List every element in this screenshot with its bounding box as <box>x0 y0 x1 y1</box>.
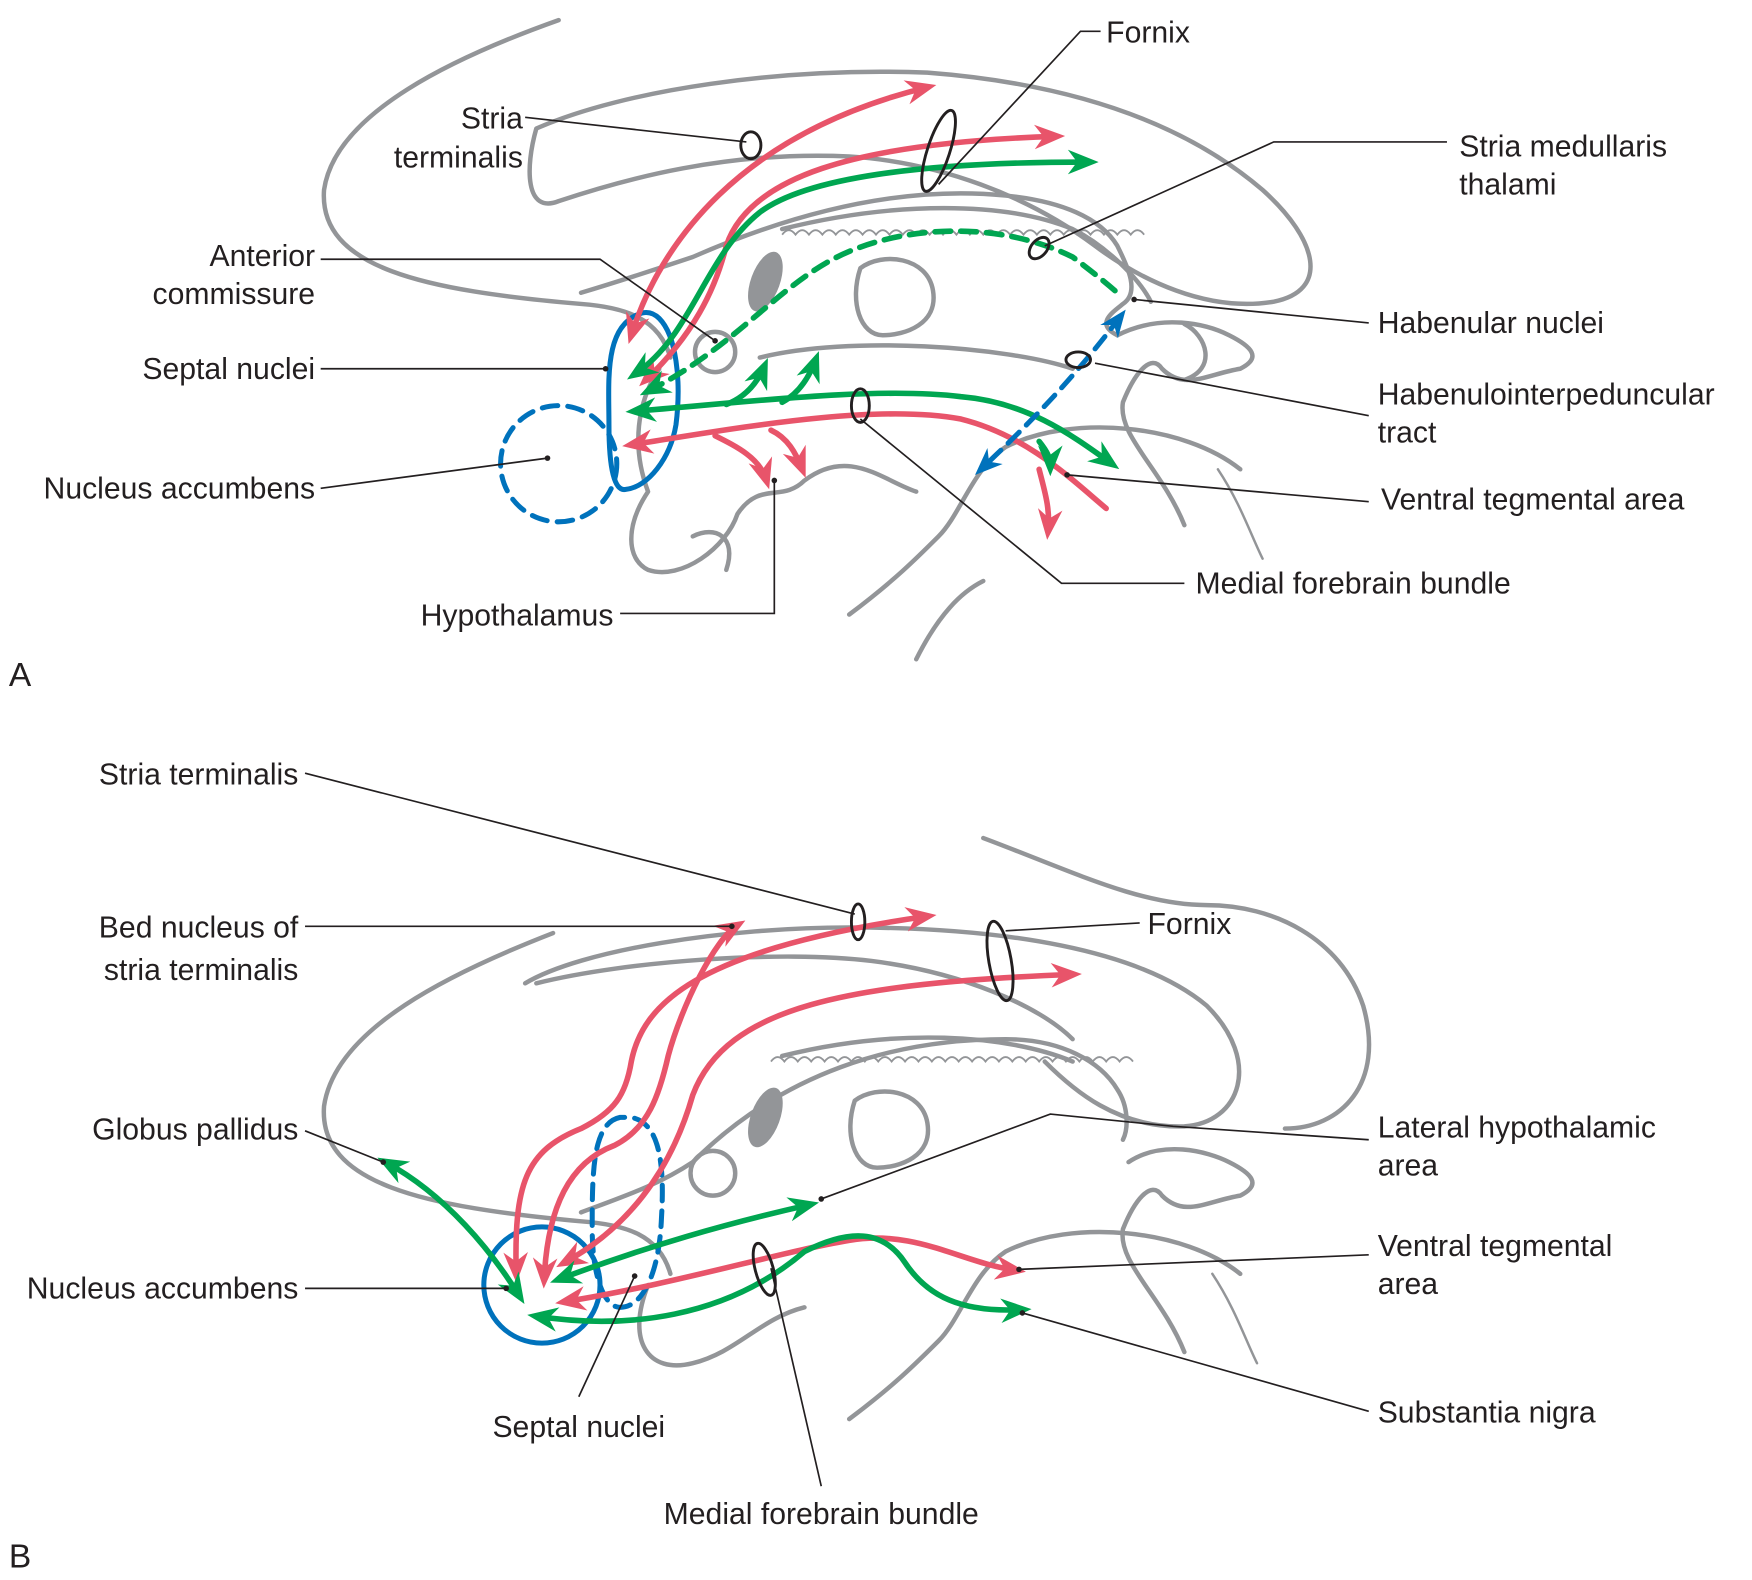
bed-nucleus-pathway-b <box>532 920 746 1289</box>
label-anterior-commissure-line1: Anterior <box>210 240 316 273</box>
nucleus-accumbens-outline-b <box>481 1224 603 1346</box>
label-ventral-tegmental-area-a: Ventral tegmental area <box>1381 484 1685 517</box>
nucleus-accumbens-outline-a <box>498 403 620 525</box>
panel-b: Stria terminalis Bed nucleus of stria te… <box>9 758 1656 1575</box>
label-anterior-commissure-line2: commissure <box>153 278 316 311</box>
label-bed-nucleus-line2: stria terminalis <box>104 954 298 987</box>
label-globus-pallidus: Globus pallidus <box>92 1114 298 1147</box>
mfb-red-branch-a <box>1036 466 1063 540</box>
label-habenulointerpeduncular-line2: tract <box>1378 416 1437 449</box>
label-nucleus-accumbens-a: Nucleus accumbens <box>44 472 316 505</box>
habenulointerpeduncular-pathway-a <box>975 309 1126 476</box>
lateral-hypothalamic-pathway-b <box>550 1197 820 1284</box>
globus-pallidus-pathway-b <box>377 1157 525 1304</box>
label-medial-forebrain-bundle-b: Medial forebrain bundle <box>664 1498 979 1531</box>
label-stria-terminalis-b: Stria terminalis <box>99 758 298 791</box>
label-lateral-hypothalamic-line1: Lateral hypothalamic <box>1378 1112 1656 1145</box>
label-nucleus-accumbens-b: Nucleus accumbens <box>27 1272 299 1305</box>
leaders-b <box>304 772 1369 1487</box>
label-habenular-nuclei: Habenular nuclei <box>1378 307 1604 340</box>
label-ventral-tegmental-line1: Ventral tegmental <box>1378 1230 1613 1263</box>
hypothalamus-red-branch-1 <box>712 432 773 490</box>
label-ventral-tegmental-line2: area <box>1378 1268 1439 1301</box>
label-stria-terminalis-a-line2: terminalis <box>394 142 523 175</box>
label-stria-medullaris-line2: thalami <box>1459 168 1556 201</box>
label-substantia-nigra: Substantia nigra <box>1378 1396 1596 1429</box>
hypothalamus-red-branch-2 <box>768 427 806 478</box>
label-bed-nucleus-line1: Bed nucleus of <box>99 911 299 944</box>
panel-a: Fornix Stria terminalis Stria medullaris… <box>9 16 1715 694</box>
label-habenulointerpeduncular-line1: Habenulointerpeduncular <box>1378 378 1715 411</box>
label-lateral-hypothalamic-line2: area <box>1378 1150 1439 1183</box>
label-septal-nuclei-b: Septal nuclei <box>492 1411 665 1444</box>
panel-label-a: A <box>9 657 32 694</box>
mfb-red-pathway-a <box>622 411 1109 512</box>
label-stria-terminalis-a-line1: Stria <box>461 103 523 136</box>
substantia-nigra-pathway-b <box>527 1233 1032 1332</box>
label-hypothalamus: Hypothalamus <box>421 600 614 633</box>
stria-medullaris-pathway-a <box>639 228 1121 396</box>
label-fornix-a: Fornix <box>1106 16 1190 49</box>
label-medial-forebrain-bundle-a: Medial forebrain bundle <box>1196 567 1511 600</box>
label-septal-nuclei-a: Septal nuclei <box>142 353 315 386</box>
fornix-green-pathway-a <box>627 149 1099 380</box>
label-fornix-b: Fornix <box>1148 908 1232 941</box>
panel-label-b: B <box>9 1539 31 1576</box>
leaders-a <box>320 30 1447 615</box>
label-stria-medullaris-line1: Stria medullaris <box>1459 130 1667 163</box>
mfb-red-pathway-b <box>555 1235 1026 1311</box>
fornix-red-pathway-a <box>639 124 1066 387</box>
green-branch-2 <box>779 351 820 406</box>
green-branch-1 <box>723 358 768 408</box>
